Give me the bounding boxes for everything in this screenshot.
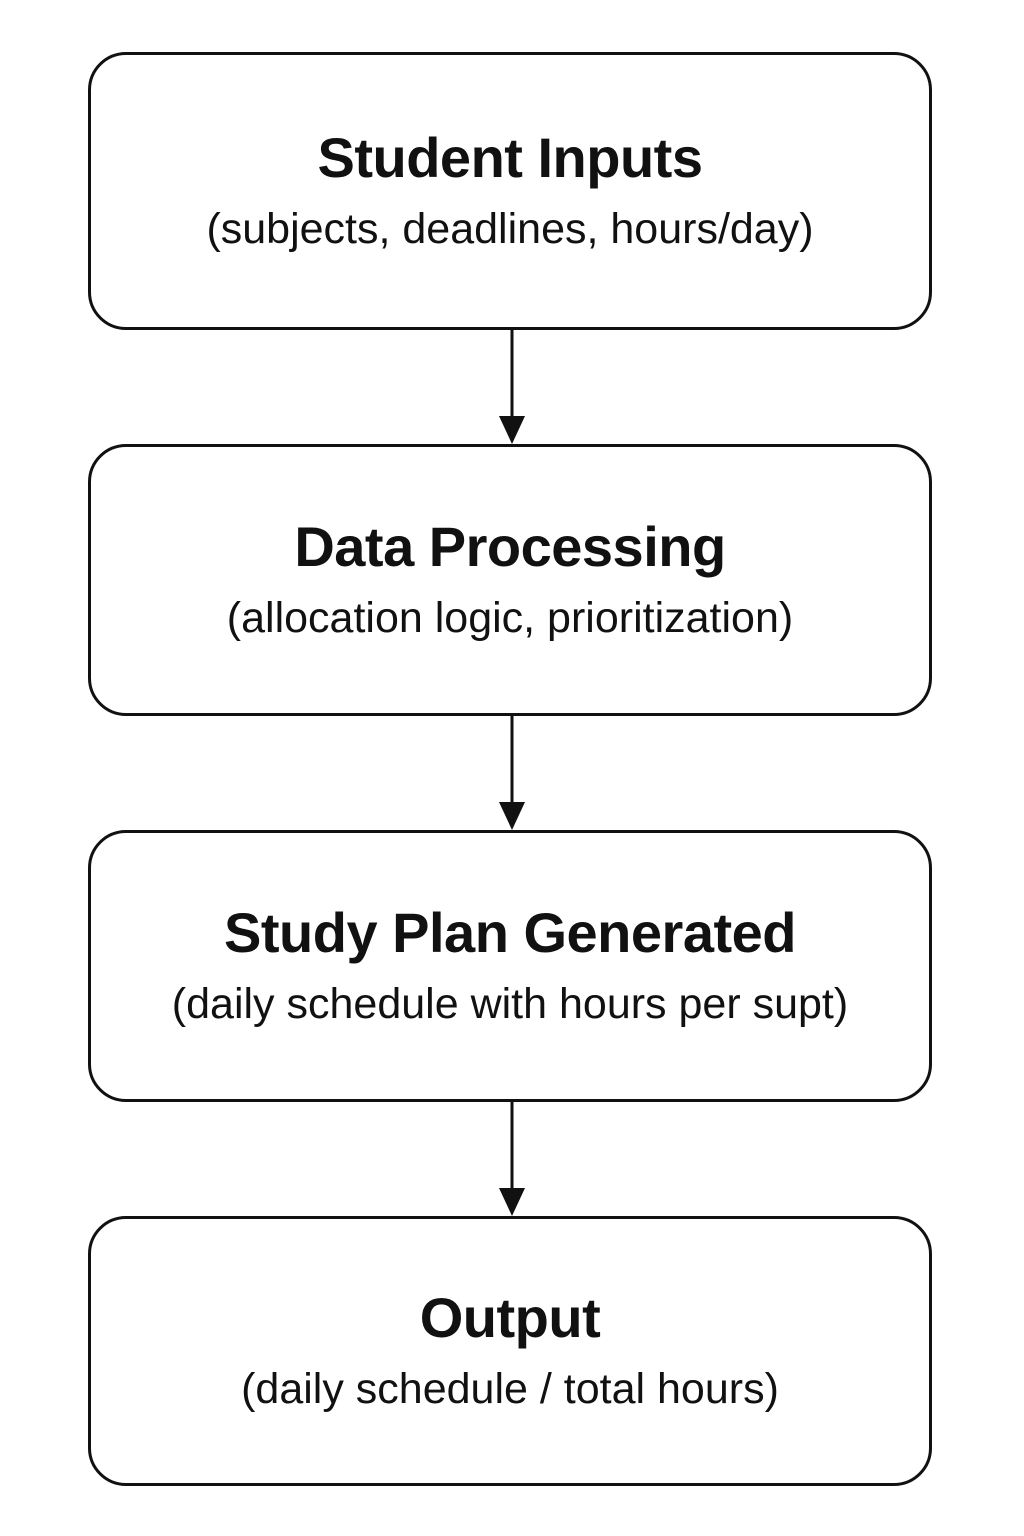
- arrowhead-icon: [499, 416, 525, 444]
- arrow-study-plan-to-output: [499, 1102, 525, 1216]
- node-title: Study Plan Generated: [224, 901, 796, 964]
- node-data-processing: Data Processing (allocation logic, prior…: [88, 444, 932, 716]
- node-subtitle: (daily schedule with hours per supt): [171, 980, 849, 1029]
- arrow-student-inputs-to-data-processing: [499, 330, 525, 444]
- arrowhead-icon: [499, 1188, 525, 1216]
- node-title: Student Inputs: [317, 126, 703, 189]
- node-subtitle: (allocation logic, prioritization): [226, 594, 794, 643]
- node-study-plan-generated: Study Plan Generated (daily schedule wit…: [88, 830, 932, 1102]
- node-student-inputs: Student Inputs (subjects, deadlines, hou…: [88, 52, 932, 330]
- arrowhead-icon: [499, 802, 525, 830]
- node-title: Output: [419, 1286, 601, 1349]
- node-subtitle: (subjects, deadlines, hours/day): [206, 205, 814, 254]
- arrow-data-processing-to-study-plan: [499, 716, 525, 830]
- node-output: Output (daily schedule / total hours): [88, 1216, 932, 1486]
- node-subtitle: (daily schedule / total hours): [241, 1365, 779, 1414]
- node-title: Data Processing: [294, 515, 726, 578]
